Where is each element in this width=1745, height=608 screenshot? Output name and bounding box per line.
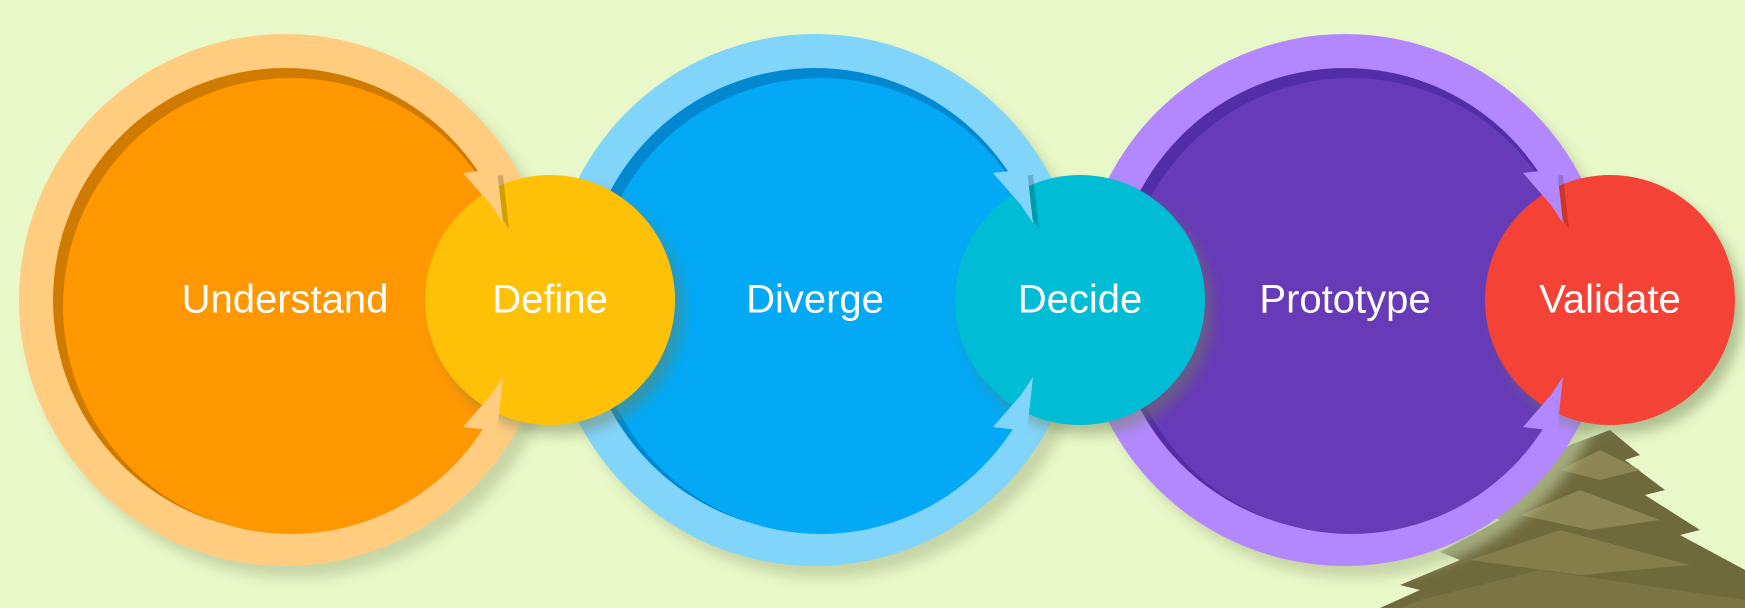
prototype-circle — [1123, 78, 1579, 534]
understand-arrow-top — [463, 169, 503, 223]
prototype-arrow-bottom — [1523, 377, 1563, 431]
decide-circle-group — [955, 175, 1213, 435]
diverge-arrow-bottom — [993, 377, 1033, 431]
decide-circle — [955, 175, 1205, 425]
understand-label: Understand — [182, 278, 389, 322]
validate-circle-group — [1485, 175, 1743, 435]
validate-circle — [1485, 175, 1735, 425]
define-label: Define — [492, 278, 608, 322]
understand-circle-group — [19, 34, 561, 578]
diverge-arrow-top — [993, 169, 1033, 223]
define-circle-group — [425, 175, 683, 435]
labels-layer: Understand Define Diverge Decide Prototype Va… — [182, 278, 1681, 322]
circles-layer — [19, 34, 1743, 578]
understand-circle — [63, 78, 519, 534]
diverge-label: Diverge — [746, 278, 884, 322]
pagoda-image — [1380, 430, 1745, 608]
prototype-arrow-top — [1523, 169, 1563, 223]
prototype-label: Prototype — [1259, 278, 1430, 322]
validate-label: Validate — [1539, 278, 1681, 322]
diverge-circle-group — [549, 34, 1091, 578]
define-circle — [425, 175, 675, 425]
prototype-circle-group — [1079, 34, 1621, 578]
understand-arrow-bottom — [463, 377, 503, 431]
decide-label: Decide — [1018, 278, 1143, 322]
diverge-circle — [593, 78, 1049, 534]
